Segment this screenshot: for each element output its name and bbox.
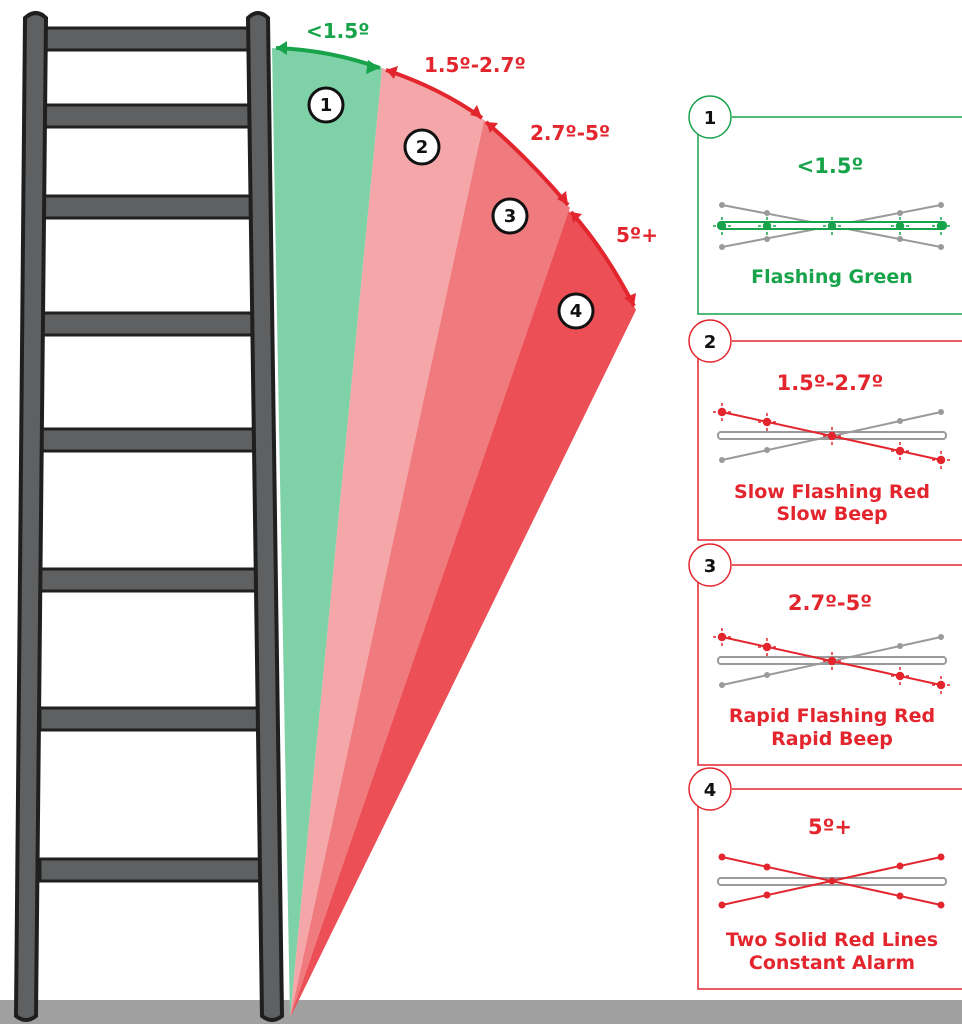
angle-labels: <1.5º 1.5º-2.7º 2.7º-5º 5º+ [306,19,658,247]
ladder-rungs [38,26,262,883]
panel-frame [697,340,962,541]
panel-1: 1 <1.5º Flashing Green [688,95,962,315]
panel-badge [688,95,732,139]
panel-title: 2.7º-5º [788,591,872,615]
zone-badge-number: 4 [570,301,583,322]
arrowhead-icon [486,122,498,133]
ladder-rung [38,427,262,453]
arrowhead-icon [557,191,568,205]
angle-label-zone-2: 1.5º-2.7º [424,53,526,77]
panel-description-line1: Rapid Flashing Red [729,705,935,727]
panel-badge [688,767,732,811]
arrowhead-icon [571,212,582,223]
panel-badge-number: 3 [704,556,717,577]
zone-badge-4: 4 [557,292,595,330]
panel-title: 1.5º-2.7º [777,371,884,395]
zone-badge-2: 2 [403,128,441,166]
panel-description-line1: Slow Flashing Red [734,481,930,503]
ladder-rung [38,567,262,593]
panel-description-line1: Flashing Green [751,266,913,288]
alarm-indicator-graphic [717,853,947,909]
ladder-right-rail [245,11,285,1022]
zone-badge-number: 2 [416,137,429,158]
panel-badge-number: 2 [704,332,717,353]
zone-3-wedge [290,120,570,1018]
panel-frame [697,788,962,990]
zone-badge-number: 1 [320,95,333,116]
arc-zone-3 [484,120,570,207]
zone-badges: 1 2 3 4 [307,86,595,330]
ladder-rung [38,857,262,883]
ladder-left-rail [13,11,49,1022]
panel-3: 3 2.7º-5º Rapid Flashing Red Rapid Beep [688,543,962,766]
panel-description-line2: Rapid Beep [771,728,893,750]
panel-badge [688,319,732,363]
zone-2-wedge [290,68,484,1018]
panel-frame [697,564,962,766]
angle-arcs [275,41,636,307]
arrowhead-icon [470,105,482,118]
panel-description-line2: Slow Beep [776,503,887,525]
zone-badge-number: 3 [504,206,517,227]
level-indicator-graphic [713,202,950,250]
ladder [13,11,285,1022]
panel-description-line1: Two Solid Red Lines [726,929,938,951]
angle-label-zone-1: <1.5º [306,19,369,43]
zone-badge-1: 1 [307,86,345,124]
panel-4: 4 5º+ Two Solid Red Lines Constant Alarm [688,767,962,990]
panel-badge-number: 4 [704,780,717,801]
zone-4-wedge [290,210,636,1018]
panel-title: 5º+ [808,815,852,839]
arrowhead-icon [366,60,380,74]
zone-1-wedge [272,48,382,1018]
panel-badge-number: 1 [704,108,717,129]
ladder-rung [38,706,262,732]
tilt-indicator-graphic [713,628,950,694]
ladder-rung [38,26,262,52]
panel-frame [697,116,962,315]
panel-title: <1.5º [797,154,864,178]
ground-bar [0,1000,962,1024]
zone-badge-3: 3 [491,197,529,235]
ladder-rung [38,311,262,337]
ladder-rung [38,194,262,220]
arrowhead-icon [624,293,636,306]
arc-zone-4 [569,210,636,307]
panel-2: 2 1.5º-2.7º Slow Flashing Red Slow Beep [688,319,962,541]
panel-description-line2: Constant Alarm [749,952,915,974]
angle-label-zone-3: 2.7º-5º [530,121,610,145]
arrowhead-icon [276,41,287,55]
panel-badge [688,543,732,587]
tilt-fan [272,48,636,1018]
tilt-indicator-graphic [713,403,950,469]
ladder-rung [38,103,262,129]
arrowhead-icon [386,66,398,79]
angle-label-zone-4: 5º+ [616,223,658,247]
